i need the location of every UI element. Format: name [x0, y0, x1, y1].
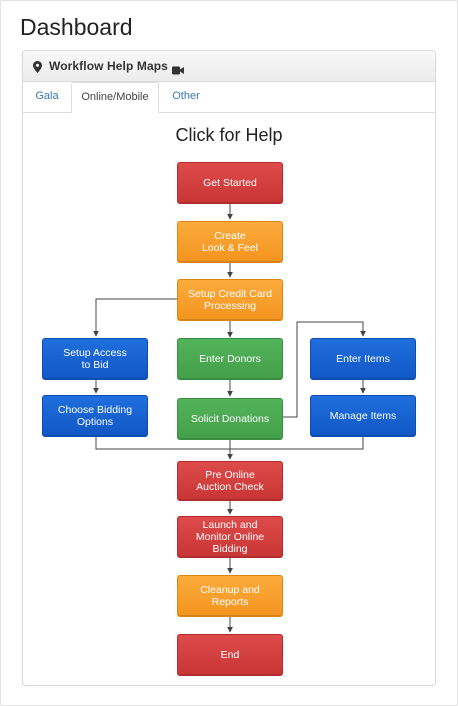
- flow-connectors: [93, 204, 366, 633]
- tab-bar: Gala Online/Mobile Other: [23, 82, 435, 113]
- step-end[interactable]: End: [177, 634, 283, 676]
- step-cleanup-reports[interactable]: Cleanup and Reports: [177, 575, 283, 617]
- step-choose-bidding[interactable]: Choose Bidding Options: [42, 395, 148, 437]
- tab-other[interactable]: Other: [172, 90, 200, 102]
- step-solicit-donations[interactable]: Solicit Donations: [177, 398, 283, 440]
- step-get-started[interactable]: Get Started: [177, 162, 283, 204]
- video-camera-icon[interactable]: [172, 62, 184, 80]
- step-manage-items[interactable]: Manage Items: [310, 395, 416, 437]
- step-create-look-feel[interactable]: Create Look & Feel: [177, 221, 283, 263]
- panel-header: Workflow Help Maps: [23, 51, 435, 82]
- page-title: Dashboard: [20, 14, 133, 40]
- step-launch-monitor[interactable]: Launch and Monitor Online Bidding: [177, 516, 283, 558]
- step-enter-items[interactable]: Enter Items: [310, 338, 416, 380]
- panel-title: Workflow Help Maps: [49, 59, 168, 73]
- tab-gala[interactable]: Gala: [35, 90, 59, 102]
- arrow-setup-cc-to-access: [93, 298, 177, 337]
- step-setup-access[interactable]: Setup Access to Bid: [42, 338, 148, 380]
- step-enter-donors[interactable]: Enter Donors: [177, 338, 283, 380]
- tab-online-mobile[interactable]: Online/Mobile: [71, 82, 159, 113]
- arrow-solicit-to-items: [283, 321, 366, 418]
- step-setup-credit-card[interactable]: Setup Credit Card Processing: [177, 279, 283, 321]
- map-marker-icon: [33, 60, 42, 78]
- workflow-help-panel: Workflow Help Maps Gala Online/Mobile Ot…: [22, 50, 436, 686]
- diagram-title: Click for Help: [175, 125, 283, 145]
- step-pre-online-check[interactable]: Pre Online Auction Check: [177, 461, 283, 501]
